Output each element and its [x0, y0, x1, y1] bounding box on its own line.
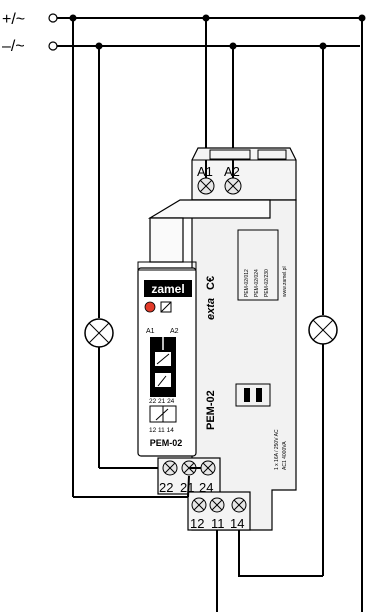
side-schematic	[235, 383, 271, 407]
lamp-icon	[84, 318, 114, 348]
supply-plus-label: +/~	[2, 11, 25, 28]
terminal-label-a1: A1	[197, 164, 213, 179]
lamp-icon	[308, 315, 338, 345]
side-ce-mark: C€	[205, 276, 217, 290]
side-table-row: PEM-02/024	[254, 269, 260, 297]
face-label-a: A1	[146, 328, 155, 335]
face-label-b: A2	[170, 328, 179, 335]
terminal-label-a2: A2	[224, 164, 240, 179]
coil-icon	[160, 301, 172, 313]
face-label-bottom: 12 11 14	[149, 427, 174, 434]
contact-icon	[149, 405, 177, 423]
contact-icon	[150, 337, 176, 397]
brand-logo: zamel	[151, 282, 184, 296]
supply-plus-terminal	[48, 13, 58, 23]
side-table: PEM-02/012 PEM-02/024 PEM-02/230 www.zam…	[237, 229, 288, 301]
led-indicator	[144, 301, 156, 313]
side-table-row: PEM-02/230	[264, 269, 270, 297]
side-brand: exta	[205, 298, 217, 320]
side-model: PEM-02	[205, 390, 217, 430]
side-table-row: PEM-02/012	[244, 269, 250, 297]
terminal-label-24: 24	[199, 480, 213, 495]
face-model-label: PEM-02	[150, 438, 183, 448]
face-label-mid: 22 21 24	[149, 398, 175, 405]
brand-badge	[144, 280, 192, 297]
side-print: exta C€ PEM-02	[205, 276, 217, 430]
terminal-label-12: 12	[190, 516, 204, 531]
terminal-label-14: 14	[230, 516, 244, 531]
side-rating-1: 1 x 16A / 250V AC	[274, 429, 280, 470]
terminal-label-11: 11	[211, 516, 225, 531]
terminal-label-21: 21	[180, 480, 194, 495]
supply-minus-terminal	[48, 41, 58, 51]
side-footer: www.zamel.pl	[282, 266, 288, 297]
side-rating: 1 x 16A / 250V AC AC1 4000VA	[274, 429, 288, 470]
supply-minus-label: –/~	[2, 38, 25, 55]
terminal-label-22: 22	[159, 480, 173, 495]
side-rating-2: AC1 4000VA	[282, 441, 288, 470]
